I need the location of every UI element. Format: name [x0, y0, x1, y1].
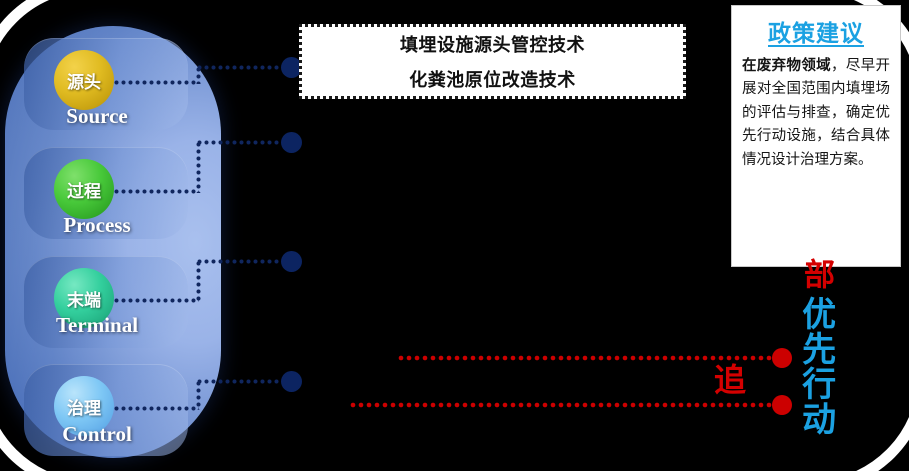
connector-process-h2 — [196, 140, 288, 145]
tech-line-1: 填埋设施源头管控技术 — [400, 35, 585, 56]
policy-title: 政策建议 — [768, 21, 864, 47]
label-process: Process — [63, 213, 131, 237]
connector-process-v — [196, 141, 201, 193]
callout-red-left: 追 — [714, 361, 747, 399]
policy-body: 在废弃物领域，尽早开展对全国范围内填埋场的评估与排查，确定优先行动设施，结合具体… — [742, 55, 890, 172]
label-control: Control — [62, 422, 132, 446]
connector-control-h2 — [196, 379, 288, 384]
connector-source-h2 — [196, 65, 288, 70]
connector-process-h1 — [113, 189, 199, 194]
callout-red-top: 部 — [798, 258, 834, 289]
policy-body-text: ，尽早开展对全国范围内填埋场的评估与排查，确定优先行动设施，结合具体情况设计治理… — [742, 58, 890, 168]
connector-source-v — [196, 66, 201, 84]
badge-source[interactable]: 源头 — [54, 50, 114, 110]
label-source: Source — [66, 104, 128, 128]
connector-terminal-h2 — [196, 259, 288, 264]
label-terminal: Terminal — [55, 313, 139, 337]
red-line-upper — [397, 355, 782, 361]
node-terminal[interactable] — [281, 251, 302, 272]
red-node-upper[interactable] — [772, 348, 792, 368]
badge-process[interactable]: 过程 — [54, 159, 114, 219]
technology-box: 填埋设施源头管控技术 化粪池原位改造技术 — [299, 24, 686, 99]
callout-priority-action: 优先行动 — [795, 296, 836, 436]
connector-terminal-h1 — [113, 298, 199, 303]
policy-lead: 在废弃物领域 — [742, 58, 831, 74]
connector-source-h1 — [113, 80, 199, 85]
node-control[interactable] — [281, 371, 302, 392]
tech-line-2: 化粪池原位改造技术 — [409, 70, 576, 91]
red-line-lower — [349, 402, 782, 408]
red-node-lower[interactable] — [772, 395, 792, 415]
connector-control-h1 — [113, 406, 199, 411]
badge-terminal[interactable]: 末端 — [54, 268, 114, 328]
node-source[interactable] — [281, 57, 302, 78]
badge-control[interactable]: 治理 — [54, 376, 114, 436]
connector-terminal-v — [196, 260, 201, 302]
node-process[interactable] — [281, 132, 302, 153]
policy-recommendation-box: 政策建议 在废弃物领域，尽早开展对全国范围内填埋场的评估与排查，确定优先行动设施… — [731, 5, 901, 267]
connector-control-v — [196, 380, 201, 410]
